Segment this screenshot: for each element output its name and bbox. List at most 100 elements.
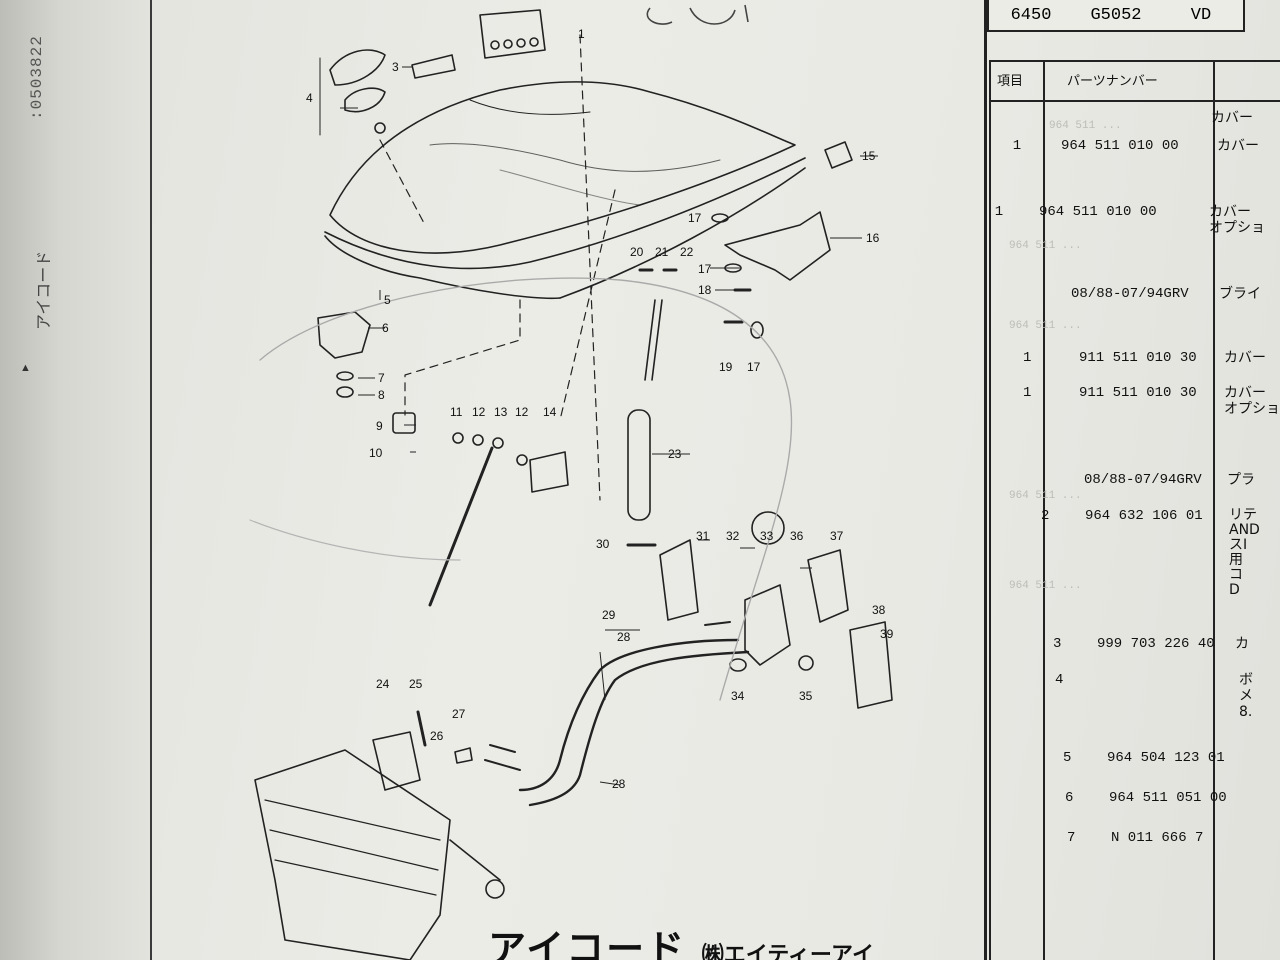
row-description: カバー オプショ xyxy=(1224,385,1280,417)
table-border xyxy=(989,60,991,960)
callout: 1 xyxy=(578,27,585,41)
callout: 13 xyxy=(494,405,508,419)
row-description: カバー オプショ xyxy=(1209,204,1265,236)
callout: 25 xyxy=(409,677,423,691)
callout: 26 xyxy=(430,729,444,743)
callout: 3 xyxy=(392,60,399,74)
hood-lower-edge xyxy=(324,157,806,270)
callout: 29 xyxy=(602,608,616,622)
callout: 21 xyxy=(655,245,669,259)
callout: 35 xyxy=(799,689,813,703)
row-description: カバー xyxy=(1217,138,1259,154)
row-part-number: 964 511 051 00 xyxy=(1109,790,1227,806)
callout: 10 xyxy=(369,446,383,460)
callout: 17 xyxy=(698,262,712,276)
front-panel xyxy=(254,749,451,960)
row-item: 1 xyxy=(1012,138,1022,154)
callout: 32 xyxy=(726,529,740,543)
row-part-number: 964 511 010 00 xyxy=(1061,138,1179,154)
row-description: カ xyxy=(1235,636,1249,652)
binding-margin xyxy=(0,0,150,960)
row-item: 3 xyxy=(1053,636,1062,652)
callout: 16 xyxy=(866,231,880,245)
callout: 24 xyxy=(376,677,390,691)
callout: 34 xyxy=(731,689,745,703)
header-cell: VD xyxy=(1159,0,1245,32)
parts-table: 項目 パーツナンバー 964 511 ... 964 511 ... 964 5… xyxy=(989,60,1280,960)
callout: 4 xyxy=(306,91,313,105)
row-description: リテ AND スI 用 コ D xyxy=(1229,507,1260,598)
callout: 28 xyxy=(612,777,626,791)
callout: 17 xyxy=(747,360,761,374)
callout: 6 xyxy=(382,321,389,335)
row-description: カバー xyxy=(1211,110,1253,126)
callout: 12 xyxy=(515,405,529,419)
row-description: ブライ xyxy=(1219,286,1261,302)
row-item: 2 xyxy=(1041,508,1050,524)
row-item: 7 xyxy=(1067,830,1076,846)
row-item: 1 xyxy=(1023,350,1032,366)
row-description: ボ メ 8. xyxy=(1239,672,1253,720)
callout: 5 xyxy=(384,293,391,307)
callout: 37 xyxy=(830,529,844,543)
row-part-number: 964 632 106 01 xyxy=(1085,508,1203,524)
column-header-item: 項目 xyxy=(997,74,1024,89)
table-border xyxy=(989,100,1280,102)
footer-title: アイコード xyxy=(488,927,687,960)
callout: 30 xyxy=(596,537,610,551)
table-border xyxy=(1213,60,1215,960)
row-part-number: 964 511 010 00 xyxy=(1039,204,1157,220)
exploded-diagram: 1 3 4 5 6 7 8 9 10 11 12 13 12 14 15 16 … xyxy=(249,4,894,960)
callout: 11 xyxy=(450,405,463,419)
row-part-number: 964 504 123 01 xyxy=(1107,750,1225,766)
diagram-callouts: 1 3 4 5 6 7 8 9 10 11 12 13 12 14 15 16 … xyxy=(306,27,894,791)
header-cell: G5052 xyxy=(1073,0,1161,32)
callout: 15 xyxy=(862,149,876,163)
row-description: プラ xyxy=(1227,472,1255,488)
footer-brand: アイコード ㈱エイティーアイ xyxy=(488,918,874,960)
callout: 14 xyxy=(543,405,557,419)
row-item: 4 xyxy=(1055,672,1064,688)
callout: 38 xyxy=(872,603,886,617)
callout: 7 xyxy=(378,371,385,385)
callout: 8 xyxy=(378,388,385,402)
emblem xyxy=(329,49,386,86)
callout: 31 xyxy=(696,529,710,543)
hood-cover xyxy=(329,81,796,254)
callout: 22 xyxy=(680,245,694,259)
row-part-number: 911 511 010 30 xyxy=(1079,385,1197,401)
callout: 18 xyxy=(698,283,712,297)
callout: 17 xyxy=(688,211,702,225)
column-divider xyxy=(984,0,987,960)
callout: 23 xyxy=(668,447,682,461)
column-header-part: パーツナンバー xyxy=(1067,74,1158,89)
row-item: 6 xyxy=(1065,790,1074,806)
callout: 28 xyxy=(617,630,631,644)
handwritten-note xyxy=(646,4,749,25)
callout: 27 xyxy=(452,707,466,721)
callout: 36 xyxy=(790,529,804,543)
row-part-number: 999 703 226 40 xyxy=(1097,636,1215,652)
callout: 20 xyxy=(630,245,644,259)
header-cell: 6450 xyxy=(987,0,1075,32)
strut-boot xyxy=(627,409,651,521)
callout: 19 xyxy=(719,360,733,374)
arrow-up-icon: ▲ xyxy=(20,362,31,374)
row-part-number: 08/88-07/94GRV xyxy=(1084,472,1202,488)
row-item: 1 xyxy=(1023,385,1032,401)
footer-company: ㈱エイティーアイ xyxy=(701,943,874,960)
row-item: 1 xyxy=(994,204,1004,220)
callout: 9 xyxy=(376,419,383,433)
callout: 33 xyxy=(760,529,774,543)
row-part-number: 911 511 010 30 xyxy=(1079,350,1197,366)
row-description: カバー xyxy=(1224,350,1266,366)
table-border xyxy=(989,60,1280,62)
row-item: 5 xyxy=(1063,750,1072,766)
row-part-number: N 011 666 7 xyxy=(1111,830,1204,846)
callout: 39 xyxy=(880,627,894,641)
row-part-number: 08/88-07/94GRV xyxy=(1071,286,1189,302)
page-border xyxy=(150,0,152,960)
table-border xyxy=(1043,60,1045,960)
hinge-16 xyxy=(724,211,831,281)
